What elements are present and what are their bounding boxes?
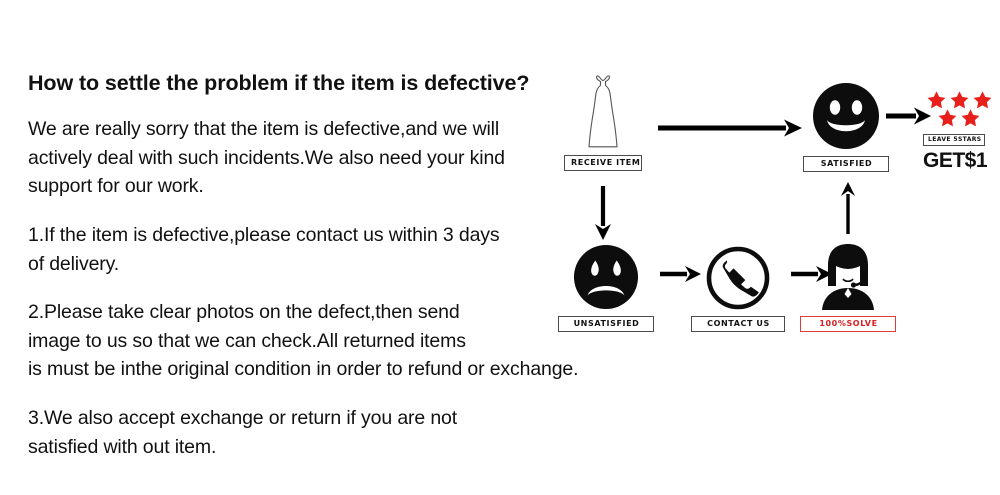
arrow-receive-to-unsatisfied: [592, 186, 614, 245]
apology-line-2: actively deal with such incidents.We als…: [28, 146, 505, 169]
flow-label-unsatisfied: UNSATISFIED: [558, 316, 654, 332]
flow-node-leave-5stars: LEAVE 5STARS GET$1: [918, 90, 1000, 171]
step-3-line-2: satisfied with out item.: [28, 435, 217, 458]
step-2-paragraph: 2.Please take clear photos on the defect…: [28, 298, 668, 384]
flow-node-unsatisfied: UNSATISFIED: [558, 242, 654, 332]
apology-paragraph: We are really sorry that the item is def…: [28, 115, 668, 201]
stars-top-row: [918, 90, 1000, 110]
flow-label-solve: 100%SOLVE: [800, 316, 896, 332]
step-3-paragraph: 3.We also accept exchange or return if y…: [28, 404, 668, 461]
get-one-dollar-caption: GET$1: [923, 148, 988, 172]
arrow-unsatisfied-to-contact: [660, 263, 702, 290]
step-1-line-2: of delivery.: [28, 252, 120, 275]
flow-label-leave-5stars: LEAVE 5STARS: [923, 134, 985, 146]
page-title: How to settle the problem if the item is…: [28, 71, 530, 95]
step-2-line-3: is must be inthe original condition in o…: [28, 358, 579, 381]
arrow-receive-to-satisfied: [658, 117, 803, 144]
apology-line-3: support for our work.: [28, 175, 204, 198]
step-1-paragraph: 1.If the item is defective,please contac…: [28, 221, 668, 278]
smiley-face-icon: [803, 78, 889, 150]
flow-label-receive-item: RECEIVE ITEM: [564, 155, 642, 171]
flow-node-receive-item: RECEIVE ITEM: [564, 74, 642, 171]
arrow-solve-to-satisfied: [837, 182, 859, 239]
star-icon: [950, 91, 968, 109]
flow-label-contact-us: CONTACT US: [691, 316, 785, 332]
flow-label-satisfied: SATISFIED: [803, 156, 889, 172]
star-icon: [927, 91, 945, 109]
support-agent-icon: [800, 240, 896, 310]
return-process-flow-diagram: RECEIVE ITEM: [548, 70, 1000, 350]
star-icon: [961, 109, 980, 127]
policy-text-column: How to settle the problem if the item is…: [28, 70, 668, 461]
step-2-line-1: 2.Please take clear photos on the defect…: [28, 301, 460, 324]
step-1-line-1: 1.If the item is defective,please contac…: [28, 223, 500, 246]
flow-node-satisfied: SATISFIED: [803, 78, 889, 172]
sad-face-icon: [558, 242, 654, 310]
arrow-contact-to-solve: [791, 263, 833, 290]
five-stars-icon: [918, 90, 1000, 128]
stars-bottom-row: [918, 108, 1000, 128]
dress-icon: [564, 74, 642, 150]
star-icon: [973, 91, 991, 109]
arrow-satisfied-to-stars: [886, 105, 932, 132]
flow-node-contact-us: CONTACT US: [691, 242, 785, 332]
star-icon: [938, 109, 957, 127]
apology-line-1: We are really sorry that the item is def…: [28, 117, 500, 140]
step-2-line-2: image to us so that we can check.All ret…: [28, 329, 466, 352]
step-3-line-1: 3.We also accept exchange or return if y…: [28, 407, 457, 430]
phone-handset-icon: [691, 242, 785, 310]
flow-node-solve: 100%SOLVE: [800, 240, 896, 332]
